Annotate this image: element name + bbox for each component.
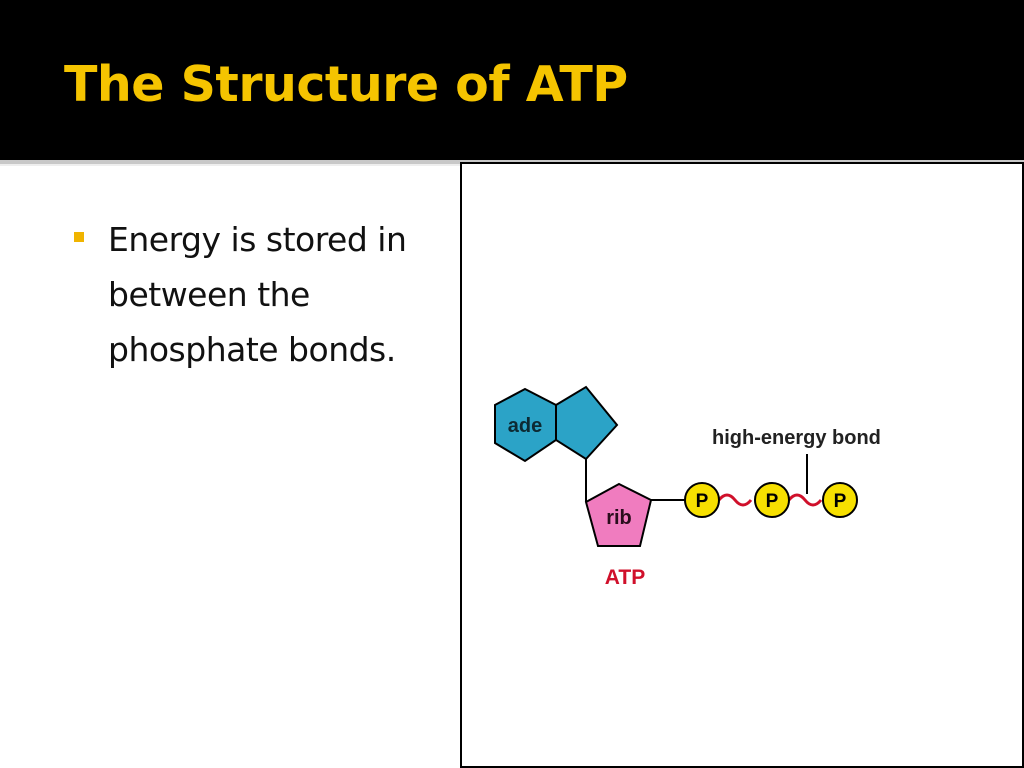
adenine-label: ade <box>508 415 542 437</box>
high-energy-bond-2 <box>787 493 823 507</box>
adenine-pentagon <box>555 385 619 461</box>
slide-title: The Structure of ATP <box>64 56 628 113</box>
ribose-label: rib <box>606 507 632 529</box>
atp-diagram: ade rib P P P high-energy bond ATP <box>494 385 881 589</box>
phosphate-1-label: P <box>696 491 709 512</box>
phosphate-2 <box>754 482 790 518</box>
atp-label: ATP <box>605 566 645 589</box>
bullet-list: Energy is stored in between the phosphat… <box>74 212 454 377</box>
high-energy-bond-1 <box>717 493 753 507</box>
bullet-item: Energy is stored in between the phosphat… <box>74 212 454 377</box>
phosphate-3-label: P <box>834 491 847 512</box>
phosphate-3 <box>822 482 858 518</box>
ribose-pentagon <box>584 482 653 547</box>
bullet-square-icon <box>74 232 84 242</box>
bullet-text: Energy is stored in between the phosphat… <box>108 220 407 369</box>
bond-annotation-label: high-energy bond <box>712 427 881 449</box>
phosphate-2-label: P <box>766 491 779 512</box>
phosphate-1 <box>684 482 720 518</box>
atp-figure: ade rib P P P high-energy bond ATP <box>460 162 1024 768</box>
title-bar: The Structure of ATP <box>0 0 1024 160</box>
